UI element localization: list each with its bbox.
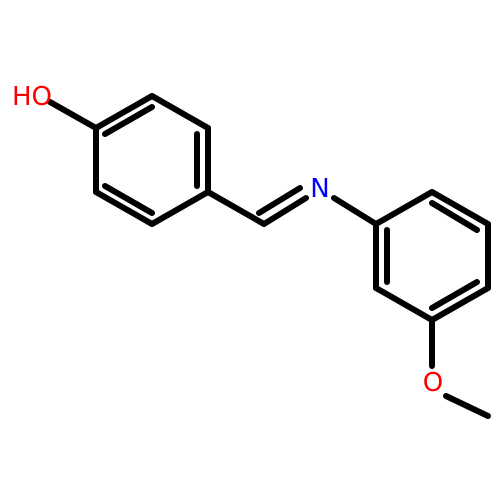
bond-layer [47,93,491,419]
ring2-bond-4 [429,285,491,323]
ring2-bond-5 [373,285,435,323]
ring1-bond-2 [149,93,211,131]
ring1-double-1 [102,104,155,137]
atom-label-imine-nitrogen: N [310,174,329,204]
atom-label-hydroxyl: HO [12,82,52,112]
ring1-bond-1 [93,93,155,131]
oh-bond [47,99,99,131]
imine-double-inner [256,185,303,216]
atom-label-methoxy-oxygen: O [423,368,443,398]
ring2-bond-2 [429,189,491,227]
n-aryl-bond [331,195,379,227]
ring1-bond-4 [149,189,211,227]
imine-double-outer [261,195,309,227]
ring2-double-2 [429,279,480,311]
ring2-double-1 [429,200,480,233]
ring1-double-3 [102,183,155,216]
ring1-bond-5 [93,189,155,227]
o-ch3-bond [443,393,491,419]
ch-bond [205,189,267,227]
ring2-bond-1 [373,189,435,227]
